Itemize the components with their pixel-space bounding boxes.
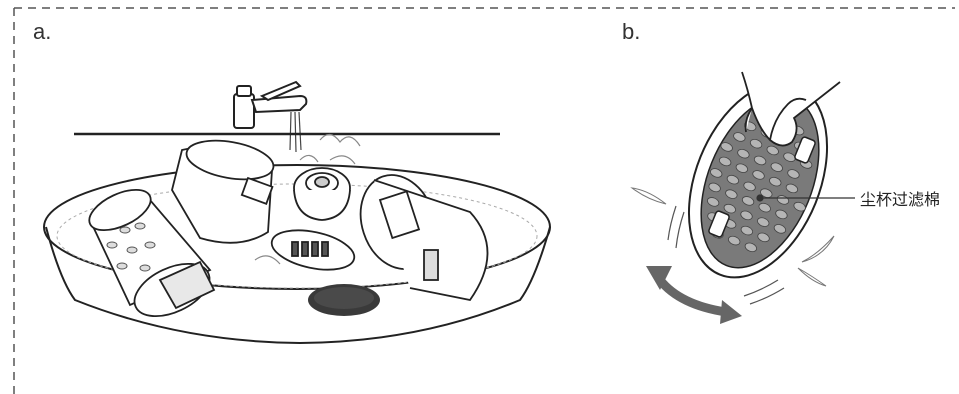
panel-a-illustration bbox=[44, 82, 550, 343]
panel-label-a: a. bbox=[33, 19, 51, 45]
filter-tray bbox=[268, 224, 358, 277]
filter-callout-label: 尘杯过滤棉 bbox=[860, 186, 940, 210]
panel-b-illustration bbox=[632, 62, 855, 324]
panel-label-b: b. bbox=[622, 19, 640, 45]
outer-bin bbox=[349, 165, 488, 300]
cyclone-cap bbox=[294, 168, 350, 220]
foam-pad bbox=[308, 284, 380, 316]
cup-body bbox=[172, 135, 276, 243]
water-stream bbox=[290, 112, 301, 152]
